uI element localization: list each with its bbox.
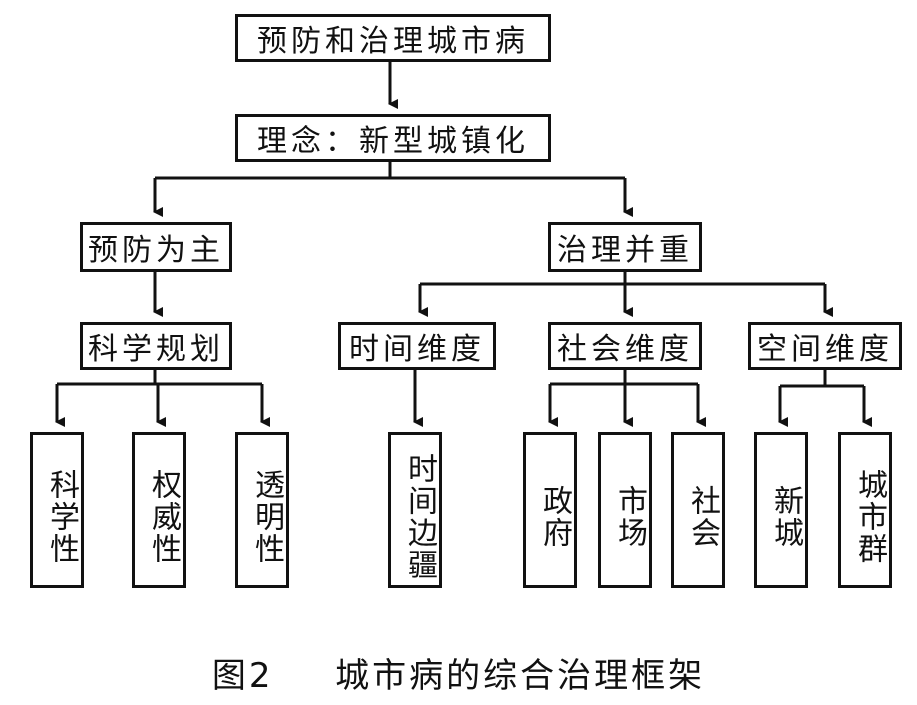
figure-caption: 图2 城市病的综合治理框架 (0, 648, 917, 697)
leaf-city-cluster-label: 城市群 (852, 469, 887, 565)
leaf-scientific: 科学性 (30, 432, 84, 588)
leaf-market: 市场 (598, 432, 652, 588)
figure-number: 图2 (211, 656, 274, 696)
leaf-government: 政府 (523, 432, 577, 588)
node-time-dimension-label: 时间维度 (349, 332, 485, 367)
node-planning: 科学规划 (80, 322, 232, 370)
leaf-market-label: 市场 (612, 485, 647, 549)
leaf-city-cluster: 城市群 (838, 432, 892, 588)
leaf-scientific-label: 科学性 (44, 469, 79, 565)
node-social-dimension-label: 社会维度 (557, 332, 693, 367)
node-governance-label: 治理并重 (557, 233, 693, 268)
leaf-government-label: 政府 (537, 485, 572, 549)
node-concept: 理念：新型城镇化 (235, 114, 551, 162)
node-governance: 治理并重 (548, 222, 702, 272)
leaf-new-city-label: 新城 (768, 485, 803, 549)
node-root: 预防和治理城市病 (235, 14, 551, 62)
leaf-time-frontier-label: 时间边疆 (402, 453, 437, 581)
leaf-authority-label: 权威性 (146, 469, 181, 565)
node-root-label: 预防和治理城市病 (257, 24, 529, 59)
leaf-transparency: 透明性 (235, 432, 289, 588)
leaf-society-label: 社会 (685, 485, 720, 549)
leaf-transparency-label: 透明性 (249, 469, 284, 565)
leaf-society: 社会 (671, 432, 725, 588)
node-prevention-label: 预防为主 (88, 233, 224, 268)
node-time-dimension: 时间维度 (338, 322, 496, 370)
node-space-dimension: 空间维度 (748, 322, 902, 370)
node-concept-label: 理念：新型城镇化 (257, 124, 529, 159)
leaf-time-frontier: 时间边疆 (388, 432, 442, 588)
leaf-new-city: 新城 (754, 432, 808, 588)
node-space-dimension-label: 空间维度 (757, 332, 893, 367)
leaf-authority: 权威性 (132, 432, 186, 588)
node-planning-label: 科学规划 (88, 332, 224, 367)
node-prevention: 预防为主 (80, 222, 232, 272)
node-social-dimension: 社会维度 (548, 322, 702, 370)
figure-title: 城市病的综合治理框架 (335, 656, 706, 696)
